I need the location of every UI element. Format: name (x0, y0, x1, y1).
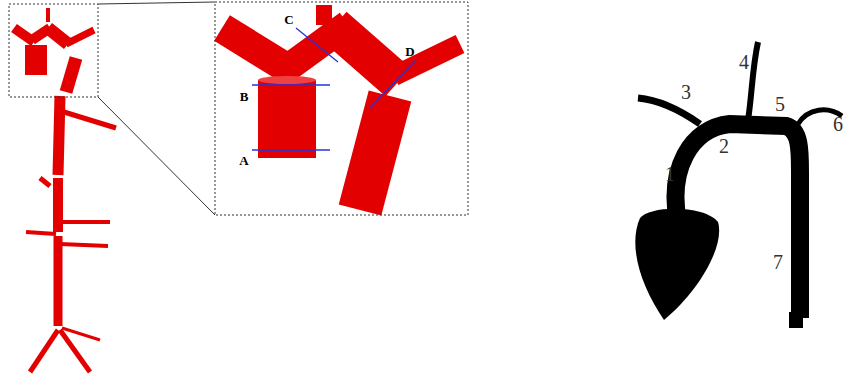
section-label: B (240, 90, 249, 103)
callout-number: 1 (665, 164, 675, 184)
section-label: C (284, 13, 293, 26)
callout-number: 3 (681, 82, 691, 102)
section-label: D (405, 45, 414, 58)
callout-number: 4 (739, 52, 749, 72)
aorta-silhouette (635, 42, 842, 328)
callout-number: 2 (719, 136, 729, 156)
section-lines (252, 28, 416, 150)
zoom-frames (9, 2, 468, 215)
callout-number: 5 (775, 94, 785, 114)
zoom-leader-lines (98, 2, 215, 215)
arterial-tree-model (14, 5, 460, 372)
callout-number: 7 (773, 252, 783, 272)
section-label: A (239, 154, 248, 167)
callout-number: 6 (833, 114, 843, 134)
